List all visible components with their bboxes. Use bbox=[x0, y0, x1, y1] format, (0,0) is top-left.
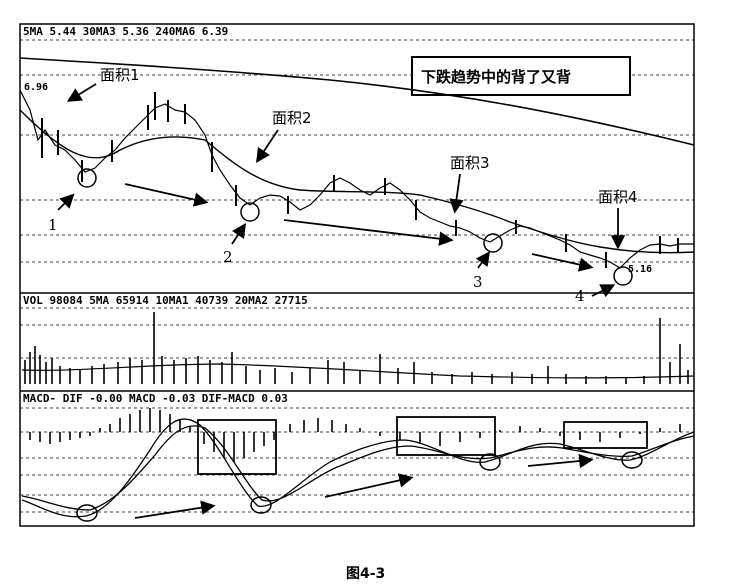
figure-caption: 图4-3 bbox=[346, 566, 385, 582]
low-markers bbox=[77, 168, 633, 286]
marker-1: 1 bbox=[48, 216, 58, 234]
low-price-label: 5.16 bbox=[628, 264, 652, 275]
area-label-2: 面积2 bbox=[272, 109, 312, 127]
macd-panel-header: MACD- DIF -0.00 MACD -0.03 DIF-MACD 0.03 bbox=[23, 392, 288, 405]
ma240-line bbox=[19, 57, 695, 146]
macd-arrows bbox=[134, 453, 594, 519]
macd-histogram bbox=[29, 408, 681, 462]
area-label-1: 面积1 bbox=[100, 66, 140, 84]
start-price-label: 6.96 bbox=[24, 82, 48, 93]
volume-bars bbox=[24, 312, 689, 384]
title-box-text: 下跌趋势中的背了又背 bbox=[421, 68, 571, 86]
volume-panel-header: VOL 98084 5MA 65914 10MA1 40739 20MA2 27… bbox=[23, 294, 308, 307]
chart-frame bbox=[19, 23, 695, 527]
marker-4: 4 bbox=[575, 287, 585, 305]
grid-lines bbox=[20, 39, 694, 513]
volume-ma-line bbox=[21, 363, 695, 379]
marker-3: 3 bbox=[473, 273, 483, 291]
price-ticks bbox=[41, 92, 679, 268]
price-panel-header: 5MA 5.44 30MA3 5.36 240MA6 6.39 bbox=[23, 25, 228, 38]
annotation-arrows bbox=[57, 83, 626, 298]
macd-dea-line bbox=[21, 425, 695, 511]
macd-low-markers bbox=[76, 451, 643, 522]
area-label-4: 面积4 bbox=[598, 188, 638, 206]
marker-2: 2 bbox=[223, 248, 233, 266]
ma30-line bbox=[19, 109, 695, 254]
macd-highlight-boxes bbox=[197, 416, 648, 475]
title-box bbox=[411, 56, 631, 96]
macd-dif-line bbox=[21, 418, 695, 518]
area-label-3: 面积3 bbox=[450, 154, 490, 172]
price-line bbox=[19, 89, 694, 269]
